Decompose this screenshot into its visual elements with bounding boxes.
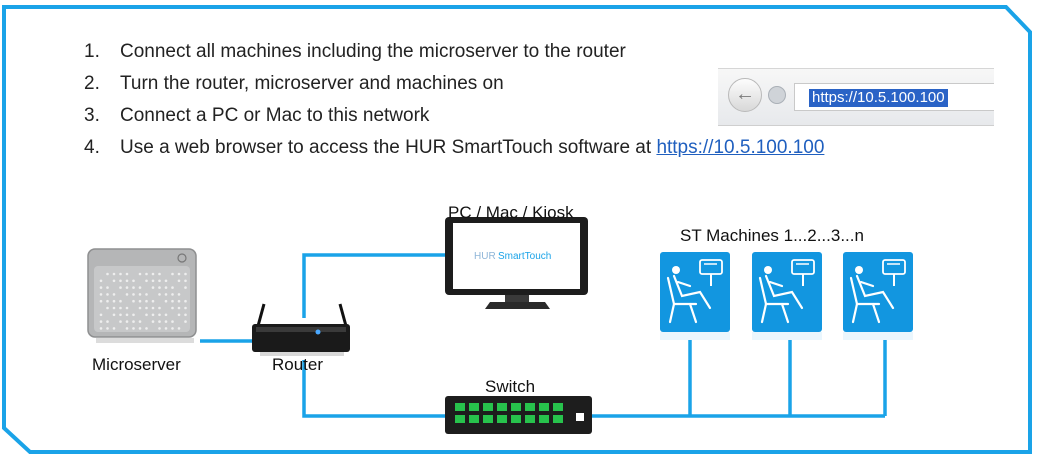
st-machine-tile-3 xyxy=(843,252,913,340)
microserver-icon xyxy=(87,248,197,343)
smarttouch-link[interactable]: https://10.5.100.100 xyxy=(656,137,825,158)
seated-user-icon xyxy=(758,266,804,324)
st-machine-tile-1 xyxy=(660,252,730,340)
switch-icon xyxy=(445,396,592,434)
machines-label: ST Machines 1...2...3...n xyxy=(680,226,864,245)
seated-user-icon xyxy=(849,266,895,324)
browser-address-bar: ← https://10.5.100.100 xyxy=(718,68,994,126)
st-machine-tile-2 xyxy=(752,252,822,340)
step-4: 4.Use a web browser to access the HUR Sm… xyxy=(84,137,825,158)
url-text: https://10.5.100.100 xyxy=(809,89,948,107)
frame-border xyxy=(1,5,1032,454)
step-2: 2.Turn the router, microserver and machi… xyxy=(84,73,504,94)
router-icon xyxy=(252,303,350,356)
back-arrow-icon[interactable]: ← xyxy=(728,78,762,112)
step-3: 3.Connect a PC or Mac to this network xyxy=(84,105,430,126)
seated-user-icon xyxy=(666,266,712,324)
monitor-brand-hur: HUR xyxy=(474,251,496,262)
link-router-switch xyxy=(302,360,445,418)
link-router-pc xyxy=(302,253,445,318)
switch-label: Switch xyxy=(485,377,536,396)
st-machines xyxy=(660,252,913,340)
network-links xyxy=(200,253,887,418)
pc-label: PC / Mac / Kiosk xyxy=(448,203,574,222)
globe-icon xyxy=(768,86,786,104)
monitor-brand-smarttouch: SmartTouch xyxy=(498,251,551,262)
pc-monitor-icon: HUR SmartTouch xyxy=(445,217,588,309)
step-1: 1.Connect all machines including the mic… xyxy=(84,41,626,62)
instruction-list: 1.Connect all machines including the mic… xyxy=(84,36,824,164)
url-field[interactable]: https://10.5.100.100 xyxy=(794,83,994,111)
microserver-label: Microserver xyxy=(92,355,181,374)
router-label: Router xyxy=(272,355,324,374)
